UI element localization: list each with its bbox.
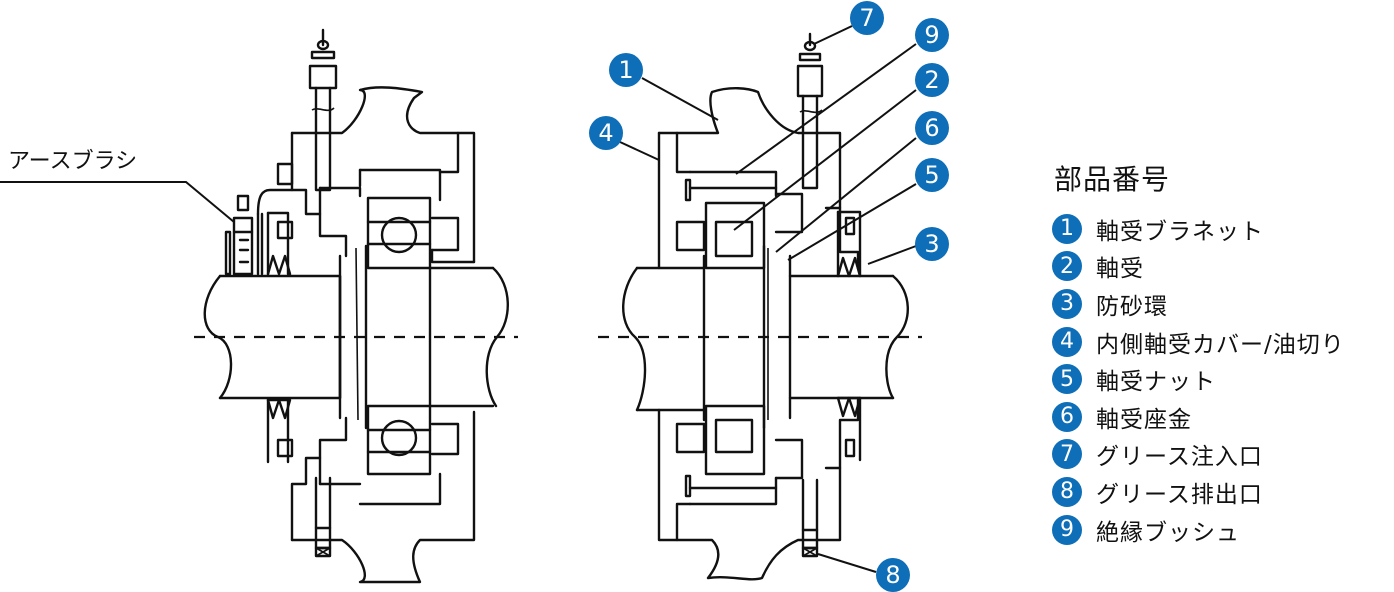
leader-1 <box>641 77 719 121</box>
legend-label: 防砂環 <box>1096 293 1168 320</box>
right-assembly: 7 9 1 2 4 6 5 3 8 <box>589 1 949 592</box>
svg-text:4: 4 <box>598 119 613 147</box>
number-badge: 3 <box>1052 288 1082 319</box>
legend-title: 部品番号 <box>1054 163 1171 196</box>
svg-text:2: 2 <box>924 66 939 94</box>
leader-2 <box>733 89 917 231</box>
left-grease-inlet <box>308 28 338 192</box>
legend-item: 1 軸受ブラネット <box>1052 210 1345 248</box>
leader-4 <box>619 141 660 161</box>
earth-brush <box>224 188 294 276</box>
legend-label: 軸受 <box>1096 256 1144 283</box>
svg-text:8: 8 <box>885 561 900 589</box>
number-badge: 8 <box>1052 476 1082 507</box>
legend-label: 内側軸受カバー/油切り <box>1096 331 1345 358</box>
legend-label: 軸受ナット <box>1096 369 1216 396</box>
right-shaft <box>598 244 922 430</box>
number-badge: 5 <box>1052 364 1082 395</box>
right-bearing <box>704 201 766 476</box>
number-badge: 2 <box>1052 251 1082 282</box>
legend-label: 軸受ブラネット <box>1096 218 1264 245</box>
svg-text:3: 3 <box>924 230 939 258</box>
earth-brush-leader <box>0 181 235 223</box>
left-assembly: アースブラシ <box>0 28 518 584</box>
left-bearing <box>338 196 432 476</box>
parts-legend: 部品番号 1 軸受ブラネット 2 軸受 3 防砂環 4 内側軸受カバー/油切り 5 軸受ナ… <box>1052 158 1345 548</box>
legend-item: 3 防砂環 <box>1052 285 1345 323</box>
legend-item: 9 絶縁ブッシュ <box>1052 511 1345 549</box>
svg-text:9: 9 <box>924 21 939 49</box>
legend-item: 8 グリース排出口 <box>1052 473 1345 511</box>
badge-8: 8 <box>876 558 910 592</box>
leader-5 <box>787 183 917 261</box>
right-sand-guard <box>836 210 862 462</box>
legend-label: グリース排出口 <box>1096 481 1263 508</box>
badge-2: 2 <box>915 63 949 97</box>
leader-8 <box>817 553 877 573</box>
left-grease-outlet <box>314 476 332 558</box>
svg-text:5: 5 <box>924 161 939 189</box>
left-housing-upper <box>290 86 476 264</box>
right-housing-upper <box>657 87 860 270</box>
badge-1: 1 <box>609 53 643 87</box>
svg-text:1: 1 <box>618 56 633 84</box>
legend-item: 7 グリース注入口 <box>1052 436 1345 474</box>
badge-7: 7 <box>850 1 884 35</box>
legend-item: 5 軸受ナット <box>1052 360 1345 398</box>
number-badge: 1 <box>1052 213 1082 244</box>
svg-text:7: 7 <box>859 4 874 32</box>
leader-3 <box>867 245 917 265</box>
right-grease-outlet <box>801 478 819 558</box>
number-badge: 4 <box>1052 326 1082 357</box>
legend-item: 4 内側軸受カバー/油切り <box>1052 323 1345 361</box>
badge-3: 3 <box>915 227 949 261</box>
legend-label: 軸受座金 <box>1096 406 1192 433</box>
badge-5: 5 <box>915 158 949 192</box>
leader-6 <box>775 137 917 253</box>
badge-6: 6 <box>915 111 949 145</box>
number-badge: 9 <box>1052 514 1082 545</box>
leader-lines <box>619 25 917 573</box>
number-badge: 6 <box>1052 401 1082 432</box>
right-grease-inlet <box>796 32 824 190</box>
legend-item: 2 軸受 <box>1052 248 1345 286</box>
leader-7 <box>813 25 853 45</box>
earth-brush-label: アースブラシ <box>8 149 137 174</box>
number-badge: 7 <box>1052 439 1082 470</box>
left-sand-guard <box>266 162 294 464</box>
legend-label: 絶縁ブッシュ <box>1096 519 1240 546</box>
legend-item: 6 軸受座金 <box>1052 398 1345 436</box>
right-housing-lower <box>657 398 860 581</box>
svg-text:6: 6 <box>924 114 939 142</box>
left-housing-lower <box>290 410 476 584</box>
badge-4: 4 <box>589 116 623 150</box>
badge-9: 9 <box>915 18 949 52</box>
leader-9 <box>735 43 917 175</box>
legend-label: グリース注入口 <box>1096 444 1263 471</box>
